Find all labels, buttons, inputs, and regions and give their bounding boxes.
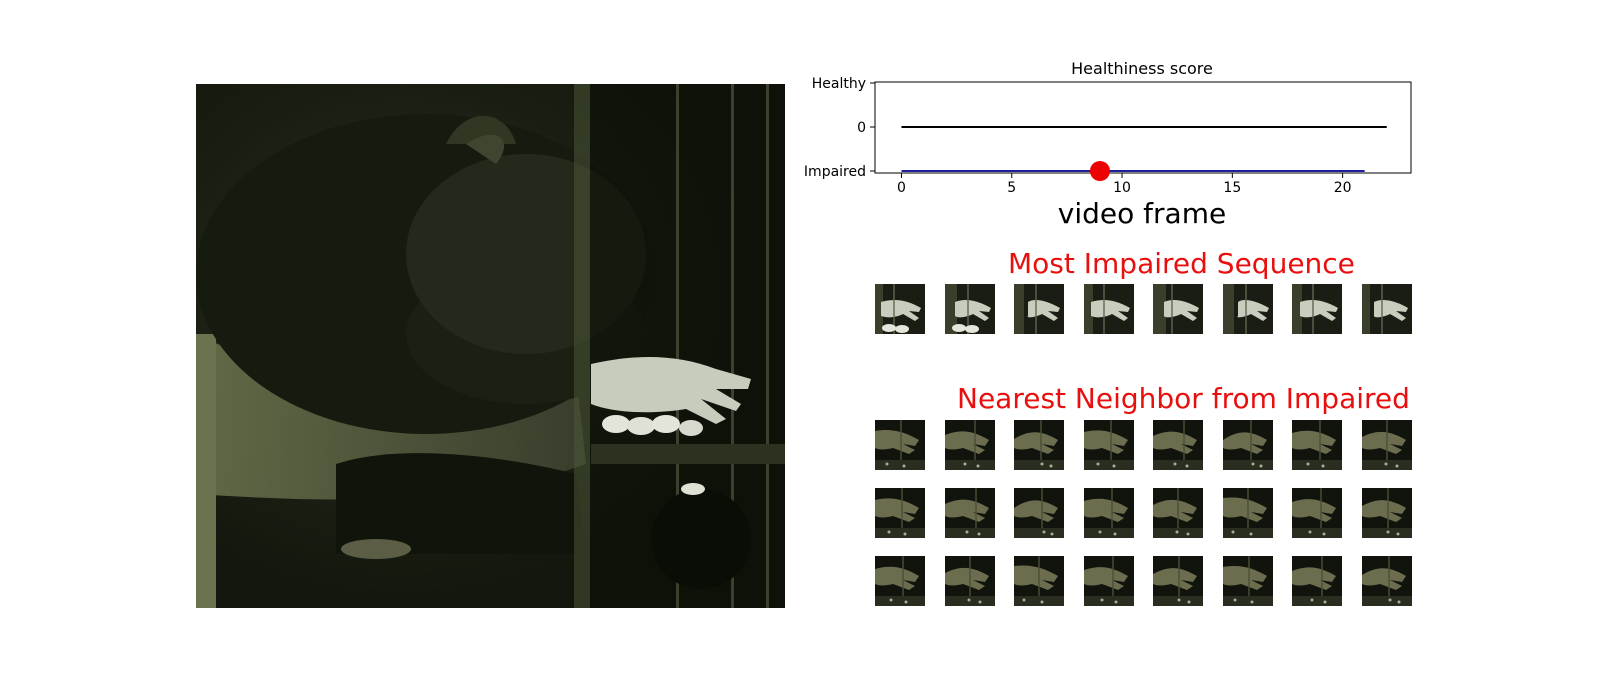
neighbor-frame-thumbnail: [1223, 556, 1273, 606]
neighbor-frame-thumbnail: [1153, 420, 1203, 470]
current-frame-marker: [1089, 161, 1110, 181]
x-axis-label: video frame: [1058, 197, 1226, 230]
impaired-frame-thumbnail: [945, 284, 995, 334]
neighbor-sequence-row-2: [875, 488, 1415, 538]
neighbor-frame-thumbnail: [875, 420, 925, 470]
x-axis-ticks: 0 5 10 15 20: [897, 173, 1352, 196]
neighbor-frame-thumbnail: [1084, 420, 1134, 470]
impaired-frame-thumbnail: [1362, 284, 1412, 334]
neighbor-frame-thumbnail: [1153, 556, 1203, 606]
series-layer: [901, 126, 1387, 181]
rat-reaching-image: [196, 84, 785, 608]
impaired-frame-thumbnail: [1153, 284, 1203, 334]
neighbor-frame-thumbnail: [1014, 488, 1064, 538]
x-tick-label: 20: [1334, 180, 1352, 196]
neighbor-frame-thumbnail: [1153, 488, 1203, 538]
impaired-frame-thumbnail: [1014, 284, 1064, 334]
impaired-frame-thumbnail: [875, 284, 925, 334]
neighbor-frame-thumbnail: [1362, 556, 1412, 606]
neighbor-frame-thumbnail: [1362, 488, 1412, 538]
x-tick-label: 0: [897, 180, 906, 196]
neighbor-frame-thumbnail: [875, 488, 925, 538]
neighbor-sequence-row-3: [875, 556, 1415, 606]
y-tick-label: Healthy: [812, 76, 866, 92]
x-tick-label: 15: [1223, 180, 1241, 196]
neighbor-frame-thumbnail: [1014, 420, 1064, 470]
y-tick-label: Impaired: [804, 164, 866, 180]
neighbor-frame-thumbnail: [1362, 420, 1412, 470]
neighbor-frame-thumbnail: [1223, 420, 1273, 470]
main-video-frame: [196, 84, 785, 608]
neighbor-frame-thumbnail: [945, 420, 995, 470]
x-tick-label: 5: [1007, 180, 1016, 196]
neighbor-frame-thumbnail: [1084, 556, 1134, 606]
impaired-frame-thumbnail: [1292, 284, 1342, 334]
x-tick-label: 10: [1113, 180, 1131, 196]
impaired-sequence-row: [875, 284, 1415, 334]
neighbor-frame-thumbnail: [875, 556, 925, 606]
chart-title: Healthiness score: [1071, 59, 1213, 78]
neighbor-frame-thumbnail: [1292, 556, 1342, 606]
neighbor-frame-thumbnail: [1084, 488, 1134, 538]
impaired-frame-thumbnail: [1084, 284, 1134, 334]
neighbor-frame-thumbnail: [945, 556, 995, 606]
most-impaired-title: Most Impaired Sequence: [1008, 247, 1355, 280]
neighbor-sequence-row-1: [875, 420, 1415, 470]
neighbor-frame-thumbnail: [1223, 488, 1273, 538]
impaired-frame-thumbnail: [1223, 284, 1273, 334]
neighbor-frame-thumbnail: [1014, 556, 1064, 606]
neighbor-frame-thumbnail: [1292, 488, 1342, 538]
y-tick-label: 0: [857, 120, 866, 136]
neighbor-frame-thumbnail: [945, 488, 995, 538]
neighbor-frame-thumbnail: [1292, 420, 1342, 470]
nearest-neighbor-title: Nearest Neighbor from Impaired: [957, 382, 1410, 415]
